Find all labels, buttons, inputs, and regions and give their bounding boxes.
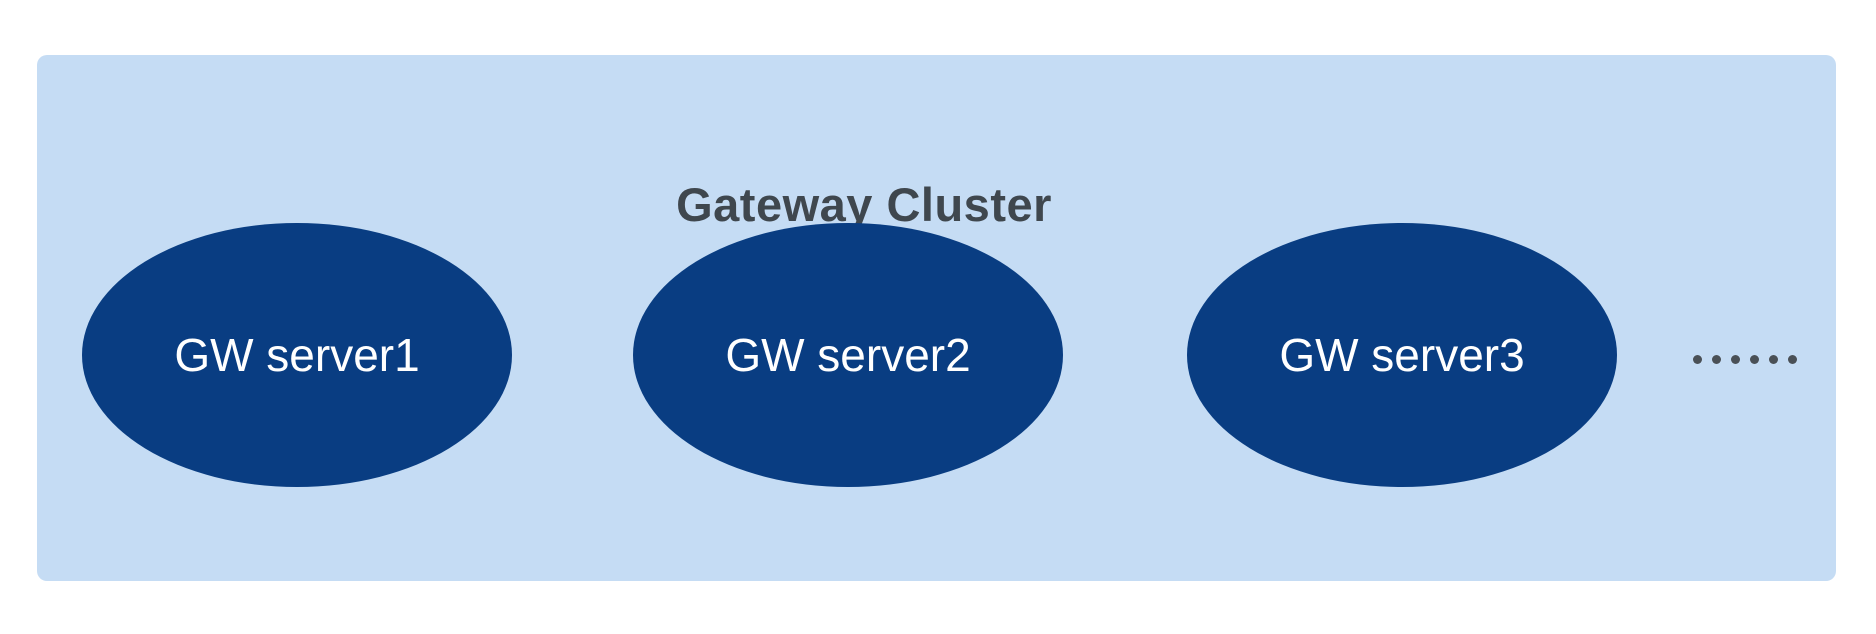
gw-server2-node: GW server2 <box>633 223 1063 487</box>
dot <box>1693 355 1702 364</box>
dot <box>1788 355 1797 364</box>
cluster-title: Gateway Cluster <box>676 178 1052 231</box>
ellipsis-dots-icon <box>1693 355 1797 364</box>
dot <box>1731 355 1740 364</box>
dot <box>1750 355 1759 364</box>
dot <box>1712 355 1721 364</box>
gw-server2-label: GW server2 <box>725 329 971 381</box>
gateway-cluster-panel: Gateway Cluster GW server1 GW server2 GW… <box>37 55 1836 581</box>
gw-server3-label: GW server3 <box>1279 329 1525 381</box>
gw-server3-node: GW server3 <box>1187 223 1617 487</box>
dot <box>1769 355 1778 364</box>
gw-server1-node: GW server1 <box>82 223 512 487</box>
gw-server1-label: GW server1 <box>174 329 420 381</box>
